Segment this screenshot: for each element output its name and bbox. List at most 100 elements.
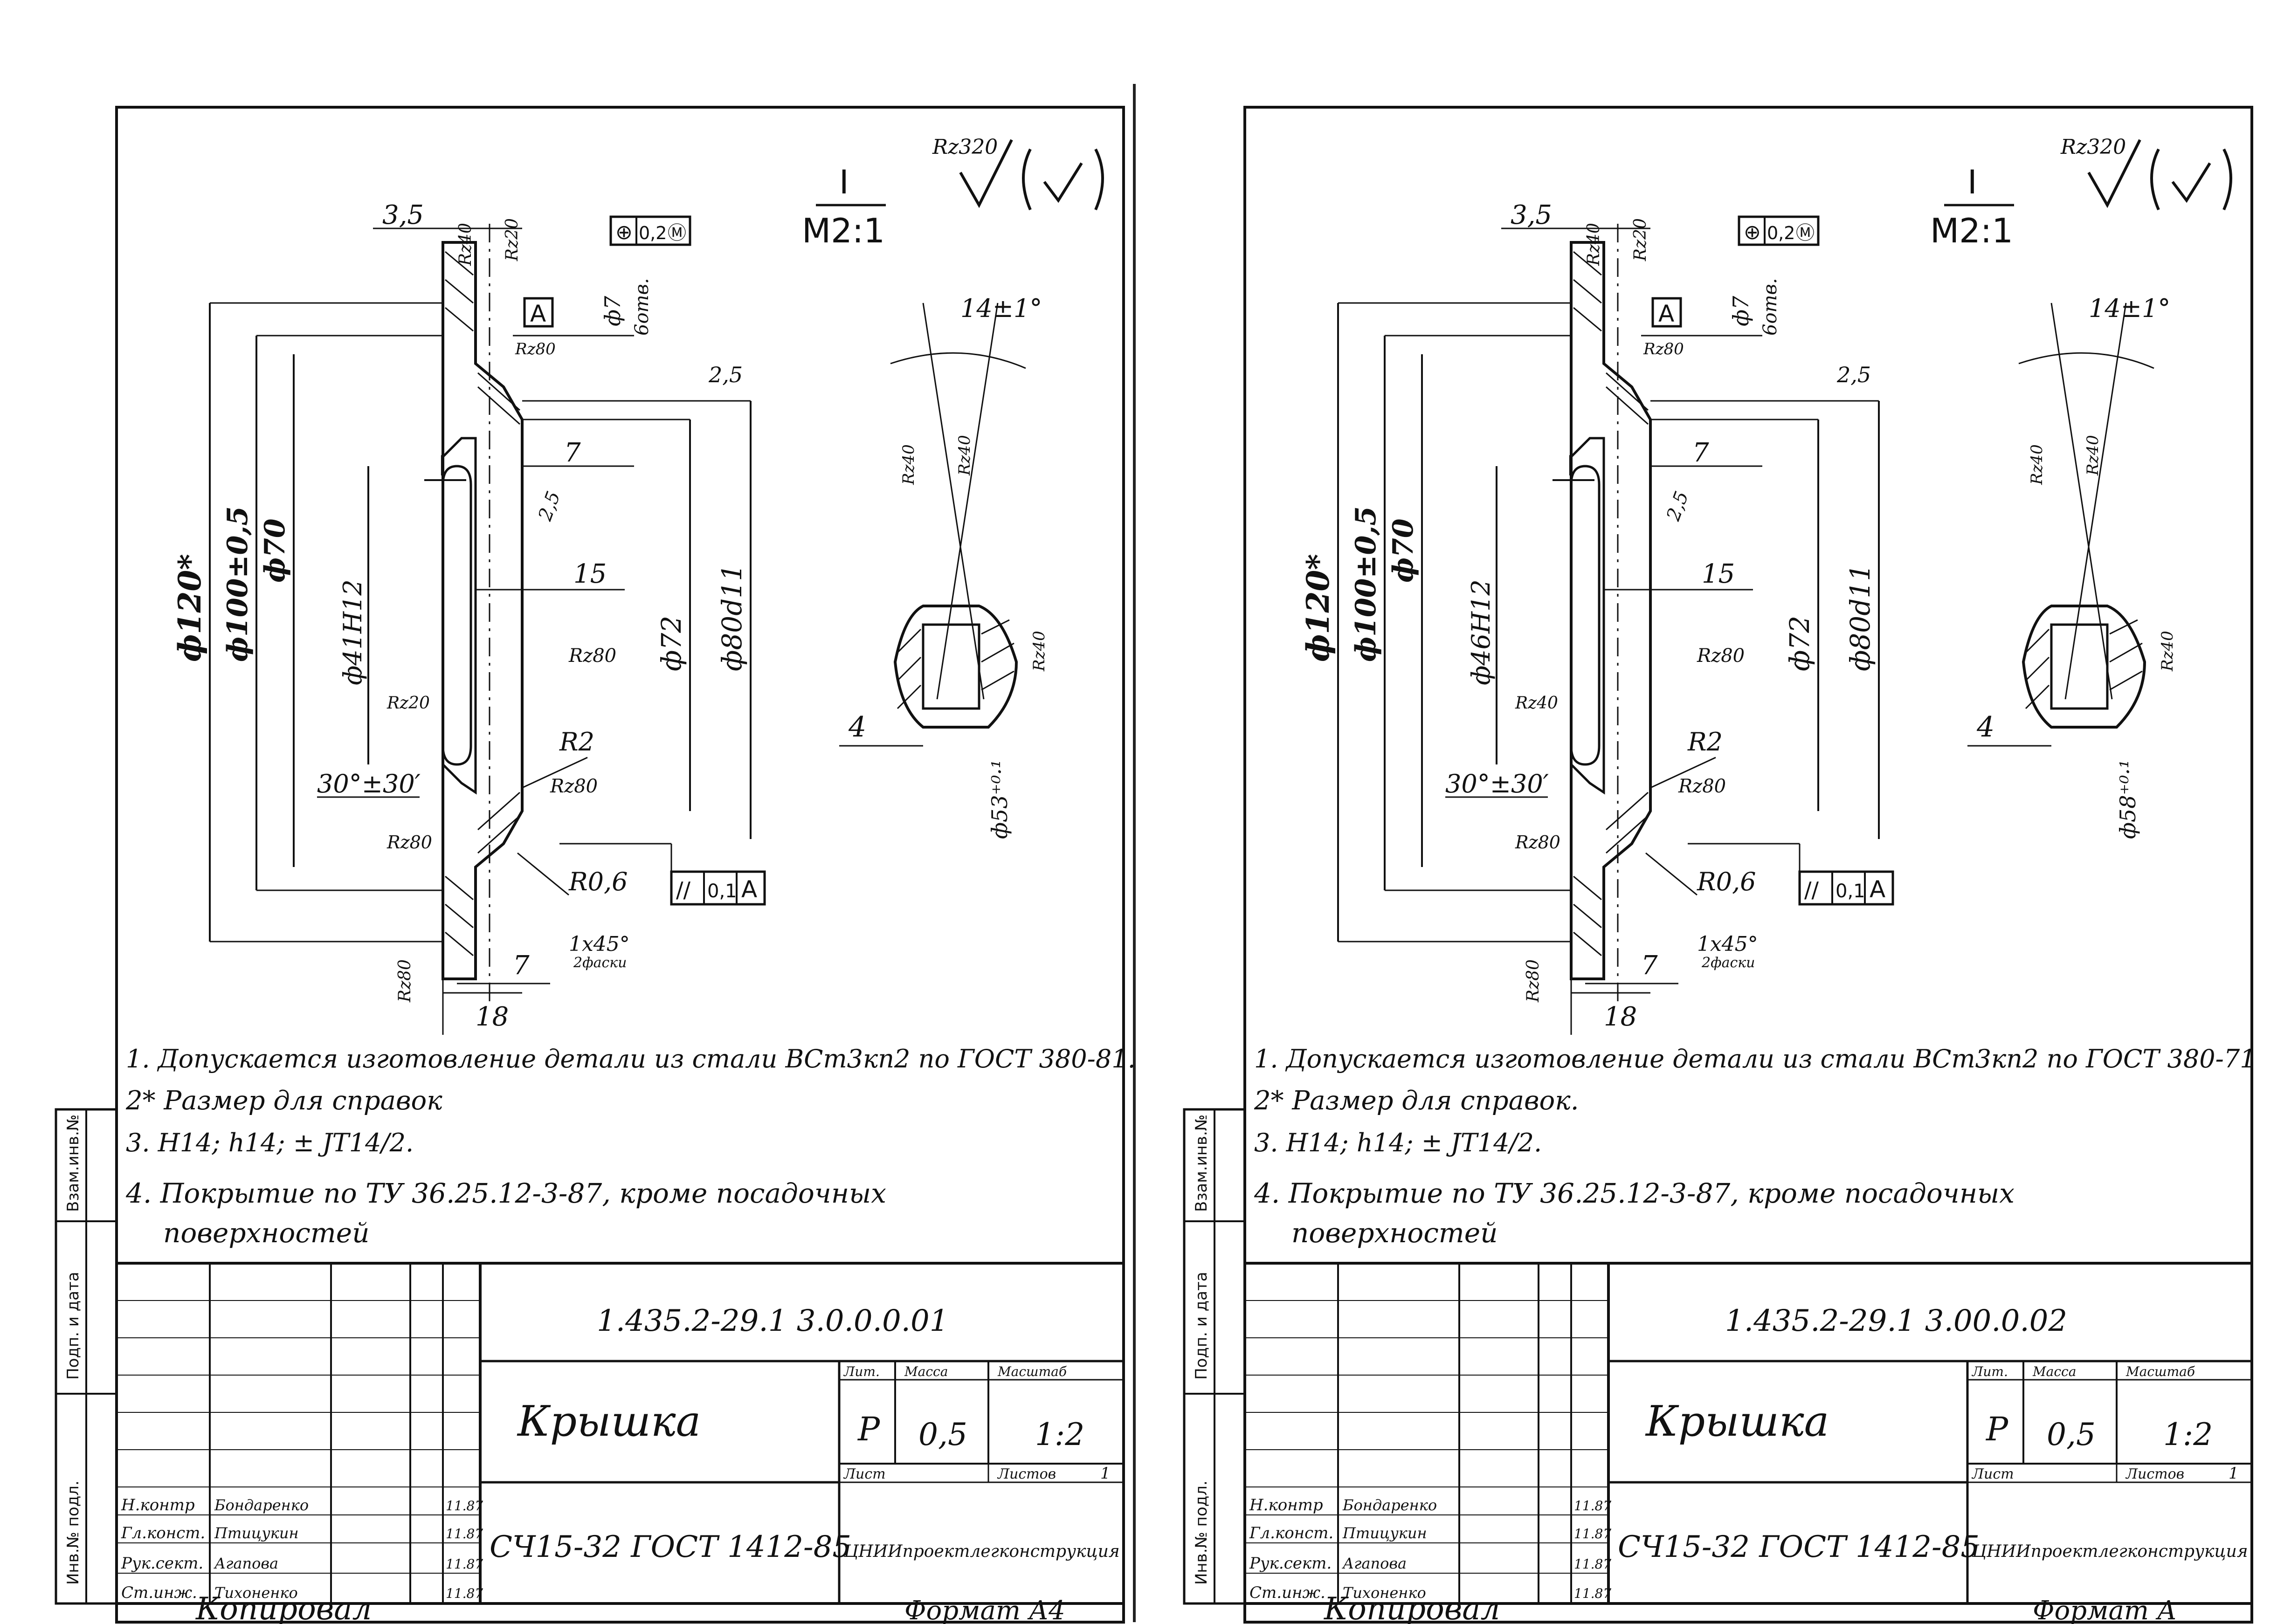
material: СЧ15-32 ГОСТ 1412-85 (1618, 1530, 1980, 1564)
lit-value: Р (857, 1410, 881, 1448)
svg-text://: // (1804, 877, 1819, 902)
side-stamp: Инв.№ подл. Подп. и дата Взам.инв.№ (55, 1108, 118, 1605)
svg-text:11.87: 11.87 (446, 1586, 483, 1601)
view-label: I (1967, 163, 1977, 201)
tolerance-frame-top: ⊕ 0,2 Ⓜ (609, 215, 691, 246)
svg-text:Rz80: Rz80 (395, 959, 414, 1003)
svg-text:Rz80: Rz80 (1643, 340, 1684, 358)
svg-text:Rz320: Rz320 (2060, 135, 2126, 159)
dim-w7a: 7 (1692, 438, 1709, 468)
roughness-general: Rz320 (932, 135, 1104, 211)
svg-text:11.87: 11.87 (446, 1526, 483, 1541)
svg-text:11.87: 11.87 (1574, 1498, 1611, 1514)
doc-code: 1.435.2-29.1 3.0.0.0.01 (597, 1304, 948, 1338)
linear-dims: 3,5 7 15 7 18 (373, 200, 634, 1035)
dim-d120: ф120* (172, 554, 208, 662)
note-2: 2* Размер для справок (125, 1086, 442, 1116)
svg-text:Rz40: Rz40 (2158, 631, 2177, 672)
dim-d72: ф72 (656, 616, 687, 671)
svg-text:Птицукин: Птицукин (1342, 1524, 1427, 1542)
sheet-divider (1133, 84, 1136, 1622)
svg-text:Тихоненко: Тихоненко (214, 1584, 298, 1602)
dim-d100: ф100±0,5 (1350, 506, 1382, 662)
dim-d80: ф80d11 (1844, 564, 1876, 671)
tolerance-frame-top: ⊕ 0,2 Ⓜ (1738, 215, 1820, 246)
detail-view: 14±1° 4 ф53⁺⁰·¹ Rz40 Rz40 Rz40 (839, 294, 1049, 839)
svg-text:Rz20: Rz20 (386, 694, 430, 713)
roughness-marks: Rz40 Rz20 Rz80 Rz80 Rz40 Rz80 Rz80 Rz80 (1515, 218, 1745, 1003)
note-4b: поверхностей (163, 1217, 369, 1249)
dim-hole: ф7 (1728, 296, 1753, 326)
stamp-sign: Подп. и дата (64, 1272, 83, 1380)
datum-a-top: A (530, 300, 546, 327)
svg-text:Гл.конст.: Гл.конст. (121, 1524, 205, 1542)
svg-text:Агапова: Агапова (1342, 1555, 1407, 1572)
svg-text:Rz40: Rz40 (955, 435, 974, 476)
svg-text:0,1: 0,1 (1836, 881, 1865, 902)
svg-text:Н.контр: Н.контр (1249, 1496, 1323, 1514)
svg-text:Rz80: Rz80 (1524, 959, 1543, 1003)
dim-angle: 30°±30′ (317, 769, 421, 798)
svg-text:Гл.конст.: Гл.конст. (1249, 1524, 1333, 1542)
callouts: R2 R0,6 30°±30′ 1х45° 2фаски 2,5 2,5 I (1445, 362, 1871, 971)
dim-w35: 3,5 (382, 200, 424, 230)
dim-w35: 3,5 (1511, 200, 1552, 230)
dim-chamfer: 1х45° (1697, 932, 1758, 956)
linear-dims: 3,5 7 15 7 18 (1501, 200, 1762, 1035)
mass-value: 0,5 (2047, 1417, 2096, 1452)
drawing-frame (115, 106, 1125, 1624)
callouts: R2 R0,6 30°±30′ 1х45° 2фаски 2,5 2,5 I (317, 362, 743, 971)
svg-text:0,2: 0,2 (639, 223, 667, 243)
dim-r06: R0,6 (568, 867, 628, 896)
svg-text:Rz320: Rz320 (932, 135, 998, 159)
note-3: 3. H14; h14; ± JT14/2. (126, 1128, 414, 1157)
dim-hole-note: 6отв. (1760, 278, 1781, 336)
svg-text:Rz80: Rz80 (1678, 776, 1726, 797)
note-1: 1. Допускается изготовление детали из ст… (126, 1044, 1136, 1073)
svg-text:Rz40: Rz40 (1030, 631, 1049, 672)
svg-text:Ⓜ: Ⓜ (668, 222, 686, 244)
svg-text:Rz80: Rz80 (568, 645, 616, 667)
svg-text:Листов: Листов (2125, 1466, 2184, 1482)
detail-w4: 4 (1976, 711, 1994, 743)
title-block: Н.контр Гл.конст. Рук.сект. Ст.инж. Бонд… (1245, 1262, 2252, 1605)
dim-d70: ф70 (1387, 518, 1420, 583)
svg-text:Масштаб: Масштаб (997, 1364, 1067, 1379)
dim-d120: ф120* (1300, 554, 1336, 662)
material: СЧ15-32 ГОСТ 1412-85 (490, 1530, 851, 1564)
svg-text:Rz80: Rz80 (386, 832, 432, 853)
section-marker: I (438, 450, 447, 482)
svg-text:11.87: 11.87 (446, 1498, 483, 1514)
svg-text:Лист: Лист (1971, 1466, 2014, 1482)
technical-notes: 1. Допускается изготовление детали из ст… (125, 1044, 1136, 1249)
stamp-sign: Подп. и дата (1192, 1272, 1211, 1380)
svg-text:Ⓜ: Ⓜ (1796, 222, 1815, 244)
svg-text:11.87: 11.87 (1574, 1586, 1611, 1601)
svg-text:Тихоненко: Тихоненко (1343, 1584, 1426, 1602)
dim-chamfer: 1х45° (569, 932, 630, 956)
dim-s25a: 2,5 (708, 362, 743, 387)
stamp-replace: Взам.инв.№ (1192, 1115, 1211, 1212)
svg-text:Rz80: Rz80 (1697, 645, 1745, 667)
part-name: Крышка (1645, 1397, 1829, 1446)
part-section (442, 224, 524, 1002)
roughness-marks: Rz40 Rz20 Rz80 Rz80 Rz20 Rz80 Rz80 Rz80 (386, 218, 616, 1003)
diameter-dims: ф120* ф100±0,5 ф70 ф41H12 ф72 ф80d11 (172, 302, 752, 943)
detail-angle: 14±1° (960, 294, 1042, 323)
part-name: Крышка (517, 1397, 701, 1446)
svg-text://: // (676, 877, 690, 902)
detail-d53: ф58⁺⁰·¹ (2115, 760, 2140, 839)
svg-text:Масштаб: Масштаб (2125, 1364, 2195, 1379)
drawing-sheet-left: Инв.№ подл. Подп. и дата Взам.инв.№ Rz32… (9, 0, 1136, 1624)
svg-text:Rz40: Rz40 (2084, 435, 2102, 476)
svg-text:Ст.инж.: Ст.инж. (1249, 1583, 1325, 1602)
svg-text:Rz80: Rz80 (1515, 832, 1560, 853)
svg-text:Ст.инж.: Ст.инж. (121, 1583, 197, 1602)
stamp-inv: Инв.№ подл. (1192, 1480, 1211, 1585)
organization: ЦНИИпроектлегконструкция (843, 1542, 1120, 1561)
dim-d80: ф80d11 (716, 564, 748, 671)
svg-text:A: A (741, 876, 757, 903)
dim-angle: 30°±30′ (1445, 769, 1549, 798)
svg-text:Бондаренко: Бондаренко (1342, 1496, 1437, 1514)
dim-hole: ф7 (600, 296, 625, 326)
